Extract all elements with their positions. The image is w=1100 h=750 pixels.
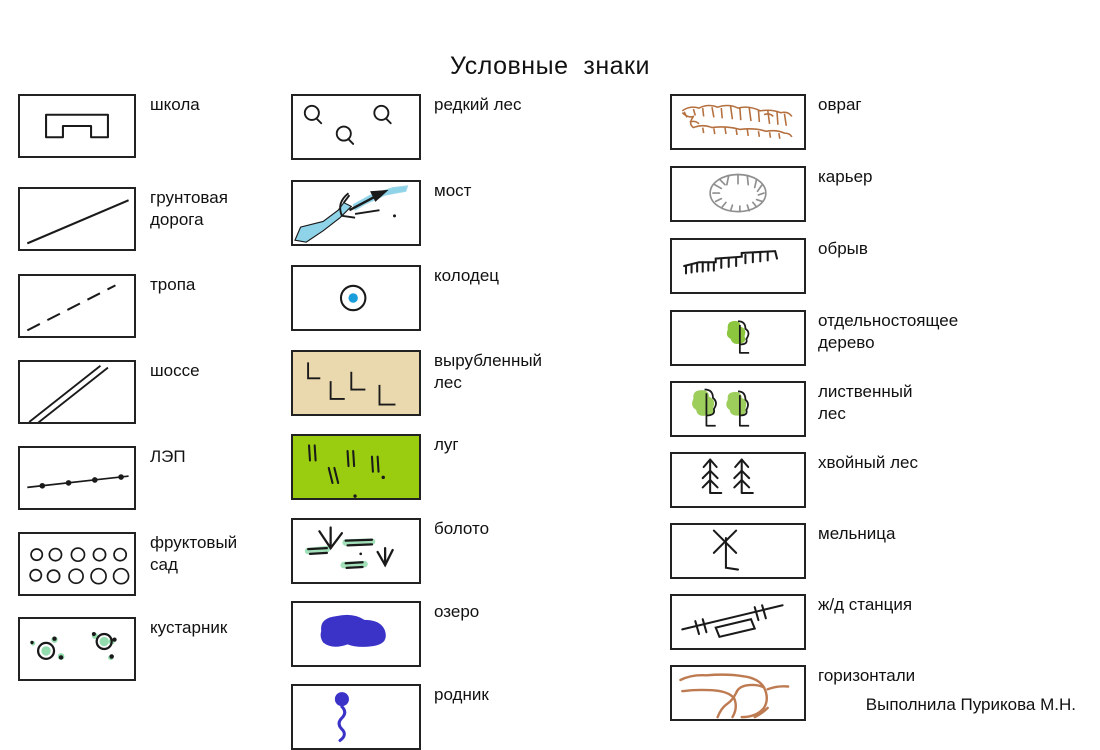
- legend-label: болото: [434, 519, 490, 538]
- bridge-icon: [291, 180, 421, 246]
- legend-row-swamp: болото: [291, 518, 566, 584]
- legend-label: обрыв: [818, 239, 868, 258]
- trail-icon: [18, 274, 136, 338]
- legend-row-deciduous-forest: лиственный лес: [670, 381, 1000, 437]
- legend-row-single-tree: отдельностоящее дерево: [670, 310, 1000, 366]
- legend-row-spring: родник: [291, 684, 566, 750]
- legend-label: кустарник: [150, 618, 228, 637]
- highway-icon: [18, 360, 136, 424]
- spring-icon: [291, 684, 421, 750]
- legend-row-contour-lines: горизонтали: [670, 665, 1000, 721]
- legend-label: вырубленный лес: [434, 351, 543, 392]
- legend-row-meadow: луг: [291, 434, 566, 500]
- legend-row-orchard: фруктовый сад: [18, 532, 268, 596]
- power-line-icon: [18, 446, 136, 510]
- shrub-icon: [18, 617, 136, 681]
- legend-row-windmill: мельница: [670, 523, 1000, 579]
- legend-label: овраг: [818, 95, 862, 114]
- legend-column-3: овраг карьер обрыв: [670, 94, 1000, 721]
- legend-row-school: школа: [18, 94, 268, 158]
- deciduous-forest-icon: [670, 381, 806, 437]
- windmill-icon: [670, 523, 806, 579]
- contour-lines-icon: [670, 665, 806, 721]
- sparse-forest-icon: [291, 94, 421, 160]
- legend-label: ж/д станция: [818, 595, 913, 614]
- legend-label: озеро: [434, 602, 480, 621]
- legend-label: отдельностоящее дерево: [818, 311, 959, 352]
- legend-row-highway: шоссе: [18, 360, 268, 424]
- legend-row-trail: тропа: [18, 274, 268, 338]
- legend-row-coniferous-forest: хвойный лес: [670, 452, 1000, 508]
- page-title: Условные знаки: [450, 52, 650, 80]
- legend-row-shrub: кустарник: [18, 617, 268, 681]
- single-tree-icon: [670, 310, 806, 366]
- legend-label: фруктовый сад: [150, 533, 238, 574]
- legend-label: хвойный лес: [818, 453, 918, 472]
- ravine-icon: [670, 94, 806, 150]
- legend-row-power-line: ЛЭП: [18, 446, 268, 510]
- legend-column-1: школа грунтовая дорога тропа шоссе ЛЭП: [18, 94, 268, 681]
- legend-label: луг: [434, 435, 459, 454]
- clearcut-forest-icon: [291, 350, 421, 416]
- legend-label: колодец: [434, 266, 500, 285]
- legend-label: ЛЭП: [150, 447, 186, 466]
- legend-row-bridge: мост: [291, 180, 566, 246]
- legend-label: горизонтали: [818, 666, 916, 685]
- legend-label: шоссе: [150, 361, 200, 380]
- well-icon: [291, 265, 421, 331]
- legend-row-well: колодец: [291, 265, 566, 331]
- legend-column-2: редкий лес мост ко: [291, 94, 566, 750]
- railway-station-icon: [670, 594, 806, 650]
- legend-label: редкий лес: [434, 95, 522, 114]
- meadow-icon: [291, 434, 421, 500]
- legend-row-railway-station: ж/д станция: [670, 594, 1000, 650]
- legend-row-quarry: карьер: [670, 166, 1000, 222]
- legend-label: мельница: [818, 524, 896, 543]
- orchard-icon: [18, 532, 136, 596]
- legend-row-dirt-road: грунтовая дорога: [18, 187, 268, 251]
- author-credit: Выполнила Пурикова М.Н.: [865, 695, 1076, 714]
- lake-icon: [291, 601, 421, 667]
- legend-label: тропа: [150, 275, 196, 294]
- coniferous-forest-icon: [670, 452, 806, 508]
- quarry-icon: [670, 166, 806, 222]
- legend-label: родник: [434, 685, 489, 704]
- legend-row-ravine: овраг: [670, 94, 1000, 150]
- legend-label: лиственный лес: [818, 382, 913, 423]
- legend-label: карьер: [818, 167, 873, 186]
- legend-row-cliff: обрыв: [670, 238, 1000, 294]
- legend-row-sparse-forest: редкий лес: [291, 94, 566, 160]
- swamp-icon: [291, 518, 421, 584]
- legend-label: мост: [434, 181, 472, 200]
- legend-label: грунтовая дорога: [150, 188, 228, 229]
- legend-row-lake: озеро: [291, 601, 566, 667]
- school-icon: [18, 94, 136, 158]
- dirt-road-icon: [18, 187, 136, 251]
- cliff-icon: [670, 238, 806, 294]
- legend-row-clearcut-forest: вырубленный лес: [291, 350, 566, 416]
- legend-label: школа: [150, 95, 200, 114]
